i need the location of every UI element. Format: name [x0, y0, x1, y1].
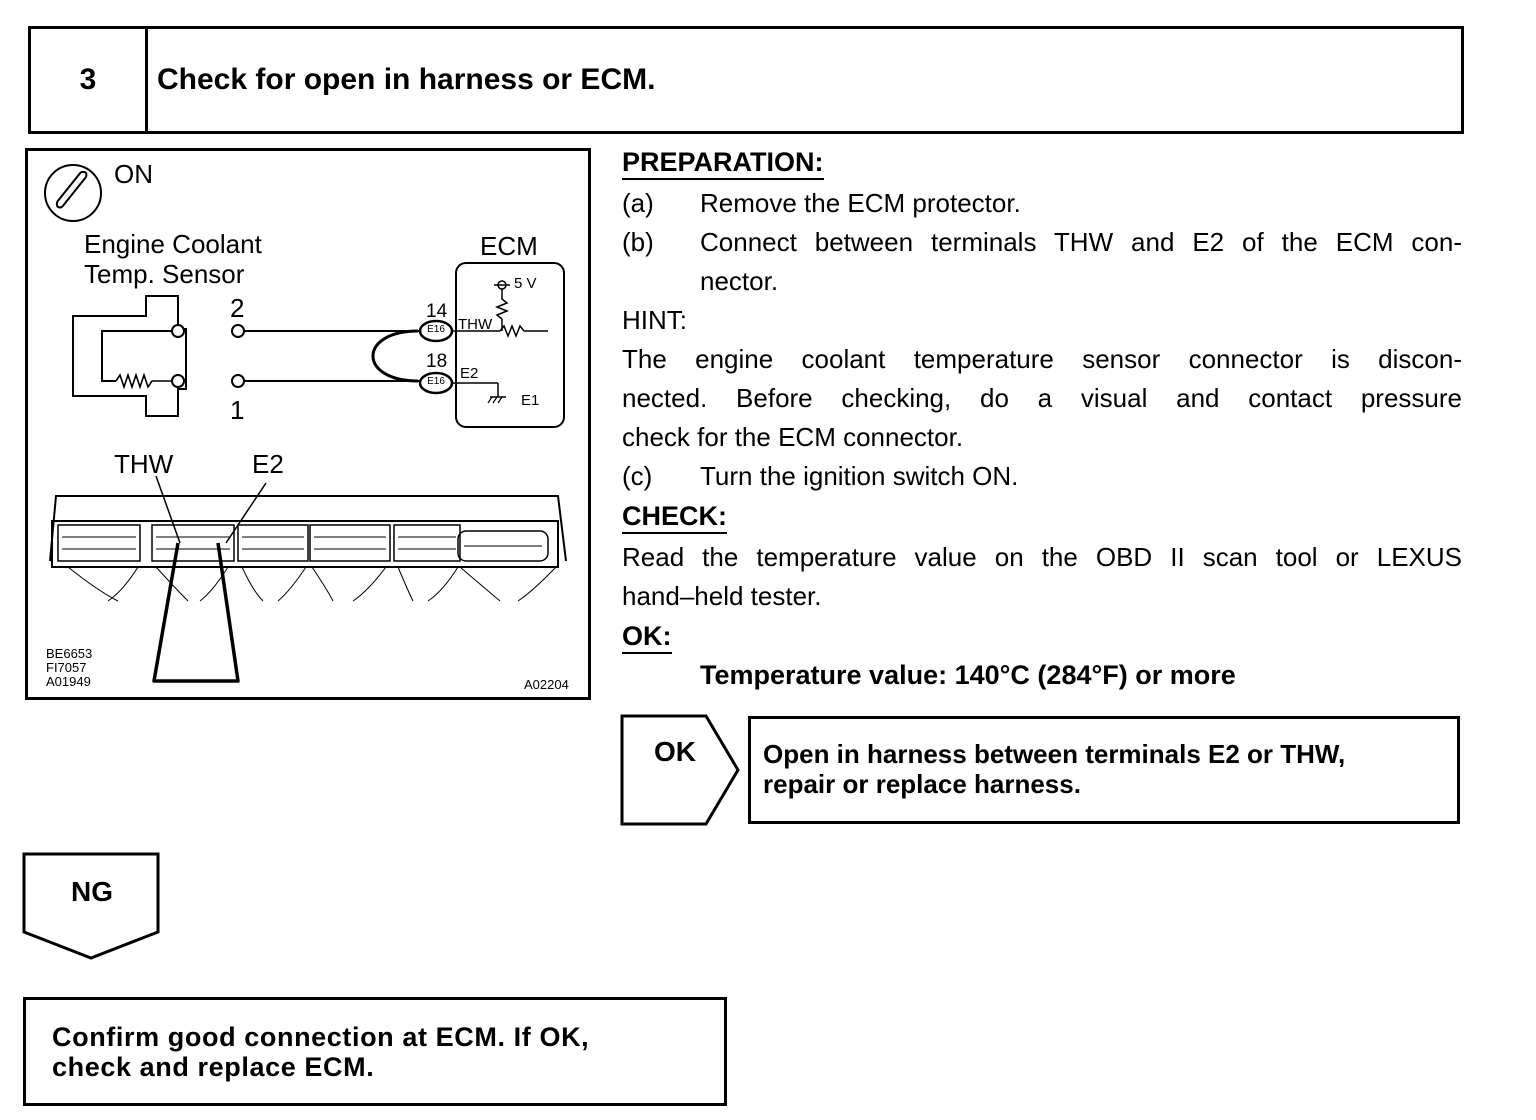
ecm-pin-14-label: 14	[426, 301, 448, 322]
ok-result-line: Open in harness between terminals E2 or …	[763, 739, 1346, 769]
step-c-label: (c)	[622, 461, 653, 491]
step-number: 3	[31, 29, 148, 131]
preparation-heading: PREPARATION:	[622, 146, 824, 180]
final-action-line: check and replace ECM.	[52, 1052, 375, 1082]
e2-label: E2	[252, 449, 284, 479]
final-action-line: Confirm good connection at ECM. If OK,	[52, 1022, 590, 1052]
thw-label: THW	[114, 449, 174, 479]
ok-heading: OK:	[622, 620, 672, 654]
wiring-diagram: ON Engine Coolant Temp. Sensor ECM 5 V 2…	[25, 148, 591, 700]
sensor-symbol	[72, 295, 187, 417]
hint-line1: The engine coolant temperature sensor co…	[622, 344, 1462, 374]
ecm-label: ECM	[480, 231, 538, 261]
ng-branch-label: NG	[71, 876, 113, 907]
ok-result-line: repair or replace harness.	[763, 769, 1081, 799]
connector-e16-a-label: E16	[427, 324, 445, 335]
figure-code: BE6653	[46, 646, 93, 661]
voltage-label: 5 V	[514, 275, 537, 292]
ok-result-text: Open in harness between terminals E2 or …	[763, 739, 1345, 799]
figure-code-right: A02204	[524, 677, 569, 692]
diagram-graphics	[44, 164, 567, 683]
ng-arrow-shape	[22, 852, 160, 960]
connector-e16-b-label: E16	[427, 376, 445, 387]
check-line1: Read the temperature value on the OBD II…	[622, 542, 1462, 572]
ignition-key-icon	[44, 164, 102, 222]
hint-heading: HINT:	[622, 305, 687, 335]
figure-code: A01949	[46, 674, 91, 689]
sensor-label-line1: Engine Coolant	[84, 229, 262, 259]
sensor-label-line2: Temp. Sensor	[84, 259, 245, 289]
step-c-text: Turn the ignition switch ON.	[700, 461, 1019, 491]
prep-a-label: (a)	[622, 188, 654, 218]
prep-b-line1: Connect between terminals THW and E2 of …	[700, 227, 1462, 257]
ecm-pin-18-label: 18	[426, 351, 448, 372]
ok-result-box: Open in harness between terminals E2 or …	[748, 716, 1460, 824]
figure-codes: BE6653 FI7057 A01949	[46, 647, 92, 689]
e1-label: E1	[521, 392, 540, 409]
hint-line3: check for the ECM connector.	[622, 422, 964, 452]
prep-b-label: (b)	[622, 227, 654, 257]
ignition-on-label: ON	[114, 159, 153, 189]
figure-code: FI7057	[46, 660, 87, 675]
e2-inner-label: E2	[460, 365, 479, 382]
ecm-connector-drawing	[49, 475, 567, 683]
pin-2-label: 2	[230, 293, 245, 323]
step-title: Check for open in harness or ECM.	[157, 63, 656, 96]
hint-line2: nected. Before checking, do a visual and…	[622, 383, 1462, 413]
pin-1-label: 1	[230, 395, 245, 425]
thw-inner-label: THW	[458, 316, 493, 333]
final-action-box: Confirm good connection at ECM. If OK, c…	[23, 997, 727, 1106]
ok-spec: Temperature value: 140°C (284°F) or more	[700, 660, 1236, 690]
final-action-text: Confirm good connection at ECM. If OK, c…	[52, 1022, 589, 1082]
ok-arrow-shape	[620, 714, 740, 826]
ok-branch-label: OK	[654, 736, 696, 767]
step-header: 3 Check for open in harness or ECM.	[28, 26, 1464, 134]
prep-a-text: Remove the ECM protector.	[700, 188, 1021, 218]
prep-b-line2: nector.	[700, 266, 779, 296]
check-line2: hand–held tester.	[622, 581, 822, 611]
check-heading: CHECK:	[622, 500, 727, 534]
